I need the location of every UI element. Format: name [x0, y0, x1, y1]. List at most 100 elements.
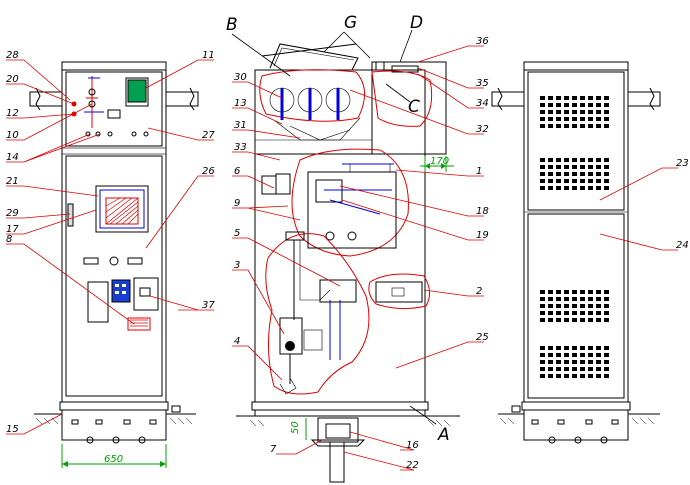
vent-slot [548, 346, 553, 350]
vent-slot [588, 103, 593, 107]
vent-slot [564, 290, 569, 294]
vent-slot [540, 311, 545, 315]
callout-3: 3 [234, 260, 240, 271]
vent-slot [556, 186, 561, 190]
vent-slot [572, 290, 577, 294]
vent-slot [596, 297, 601, 301]
vent-slot [588, 172, 593, 176]
leader-lines [6, 45, 678, 471]
vent-slot [540, 346, 545, 350]
vent-slot [572, 172, 577, 176]
vent-slot [580, 297, 585, 301]
vent-slot [580, 304, 585, 308]
vent-slot [564, 360, 569, 364]
vent-slot [596, 110, 601, 114]
vent-slot [540, 110, 545, 114]
callout-11: 11 [202, 50, 215, 61]
vent-slot [572, 346, 577, 350]
vent-slot [548, 297, 553, 301]
vent-slot [596, 124, 601, 128]
vent-slot [580, 360, 585, 364]
vent-slot [548, 374, 553, 378]
callout-23: 23 [676, 158, 689, 169]
compartment-C: C [408, 97, 420, 117]
callout-37: 37 [202, 300, 215, 311]
vent-slot [572, 179, 577, 183]
vent-slot [604, 367, 609, 371]
vent-slot [556, 360, 561, 364]
vent-slot [548, 158, 553, 162]
floor-dimension: 50 [290, 421, 301, 434]
vent-slot [604, 346, 609, 350]
vent-slot [564, 374, 569, 378]
callout-1: 1 [476, 166, 482, 177]
vent-slot [572, 158, 577, 162]
viewing-window [95, 185, 149, 233]
vent-slot [588, 374, 593, 378]
vent-slot [540, 374, 545, 378]
vent-slot [588, 297, 593, 301]
vent-slot [548, 318, 553, 322]
callout-34: 34 [476, 98, 489, 109]
callout-8: 8 [6, 234, 12, 245]
vent-slot [572, 311, 577, 315]
vent-slot [580, 290, 585, 294]
vent-slot [572, 110, 577, 114]
vent-slot [564, 179, 569, 183]
vent-slot [588, 304, 593, 308]
vent-slot [580, 367, 585, 371]
vent-slot [548, 117, 553, 121]
vent-slot [588, 360, 593, 364]
callout-9: 9 [234, 198, 240, 209]
vent-slot [548, 165, 553, 169]
ventilation-grille [540, 96, 609, 378]
vent-slot [580, 318, 585, 322]
vent-slot [548, 353, 553, 357]
vent-slot [540, 179, 545, 183]
base-bolts [71, 419, 157, 444]
vent-slot [588, 346, 593, 350]
vent-slot [596, 186, 601, 190]
vent-slot [604, 318, 609, 322]
vent-slot [596, 103, 601, 107]
vent-slot [588, 110, 593, 114]
callout-18: 18 [476, 206, 489, 217]
offset-dimension: 170 [430, 156, 449, 167]
vent-slot [604, 96, 609, 100]
callout-22: 22 [406, 460, 419, 471]
vent-slot [572, 117, 577, 121]
vent-slot [540, 290, 545, 294]
nameplate [127, 317, 151, 331]
callout-labels: 28 20 12 10 14 21 29 17 8 15 11 27 26 37… [6, 13, 689, 471]
vent-slot [564, 353, 569, 357]
vent-slot [564, 346, 569, 350]
vent-slot [564, 304, 569, 308]
vent-slot [564, 311, 569, 315]
callout-30: 30 [234, 72, 247, 83]
vent-slot [596, 311, 601, 315]
vent-slot [588, 124, 593, 128]
mimic-diagram [84, 76, 104, 128]
vent-slot [556, 346, 561, 350]
vent-slot [596, 96, 601, 100]
callout-27: 27 [202, 130, 215, 141]
vent-slot [588, 179, 593, 183]
circuit-breaker [307, 163, 397, 249]
vent-slot [572, 360, 577, 364]
vent-slot [580, 374, 585, 378]
compartment-D: D [410, 13, 423, 33]
vent-slot [548, 96, 553, 100]
vent-slot [564, 165, 569, 169]
front-view: 650 [29, 61, 199, 468]
vent-slot [604, 374, 609, 378]
vent-slot [588, 186, 593, 190]
callout-28: 28 [6, 50, 19, 61]
vent-slot [580, 179, 585, 183]
vent-slot [540, 353, 545, 357]
vent-slot [548, 311, 553, 315]
vent-slot [556, 165, 561, 169]
vent-slot [572, 374, 577, 378]
earthing-switch [285, 231, 357, 360]
vent-slot [580, 346, 585, 350]
vent-slot [572, 186, 577, 190]
